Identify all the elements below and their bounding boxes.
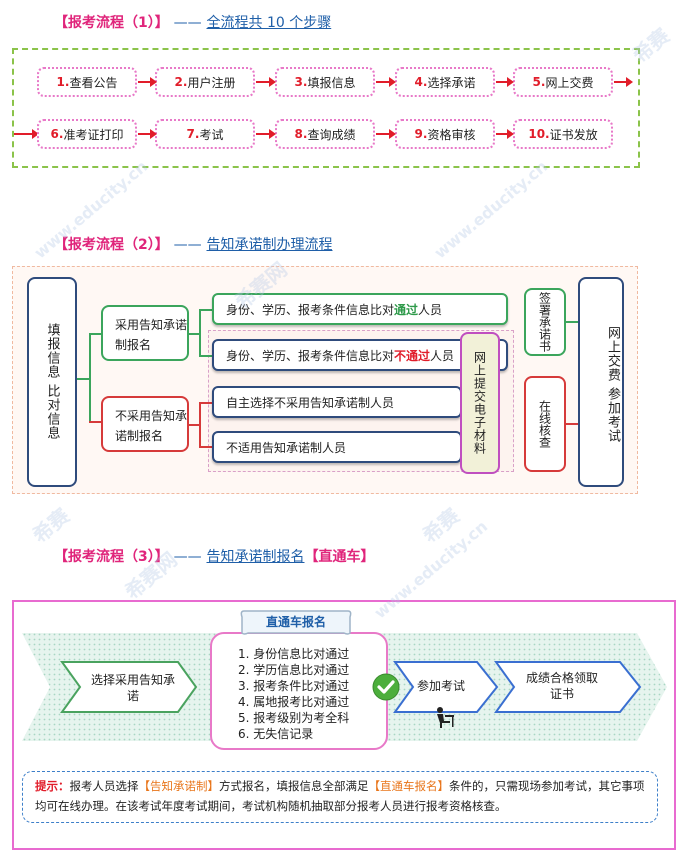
pay-exam-box: 网上交费 参加考试: [578, 277, 624, 487]
take-exam-label: 参加考试: [416, 679, 465, 693]
section1-header: 【报考流程（1）】 —— 全流程共 10 个步骤: [54, 12, 331, 32]
row-not-applicable: 不适用告知承诺制人员: [212, 431, 462, 463]
connector: [89, 333, 91, 423]
arrow-in-6: [14, 129, 39, 139]
step-8: 8.查询成绩: [275, 119, 375, 149]
arrow-7-8: [256, 129, 276, 139]
info-compare-box: 填报信息 比对信息: [27, 277, 77, 487]
section1-sep: ——: [173, 15, 202, 31]
section1-subtitle: 全流程共 10 个步骤: [206, 15, 332, 31]
connector: [199, 355, 212, 357]
take-exam-chevron: [393, 661, 499, 713]
step-5: 5.网上交费: [513, 67, 613, 97]
arrow-2-3: [256, 77, 276, 87]
condition-item: 3. 报考条件比对通过: [238, 679, 350, 693]
connector: [77, 378, 89, 380]
condition-item: 4. 属地报考比对通过: [238, 695, 350, 709]
connector: [189, 424, 199, 426]
not-adopt-box: 不采用告知承诺制报名: [101, 396, 189, 452]
arrow-8-9: [376, 129, 396, 139]
section3-sep: ——: [173, 549, 202, 565]
arrow-4-5: [496, 77, 514, 87]
watermark-logo: 希赛: [417, 503, 464, 548]
row-self-choose: 自主选择不采用告知承诺制人员: [212, 386, 462, 418]
step-2: 2.用户注册: [155, 67, 255, 97]
select-commitment-chevron: [60, 661, 198, 713]
step-3: 3.填报信息: [275, 67, 375, 97]
online-verify-box: 在线核查: [524, 376, 566, 472]
connector: [199, 309, 212, 311]
connector: [89, 333, 101, 335]
adopt-box: 采用告知承诺制报名: [101, 305, 189, 361]
connector: [566, 321, 578, 323]
step-7: 7.考试: [155, 119, 255, 149]
section2-subtitle: 告知承诺制办理流程: [206, 237, 333, 253]
arrow-3-4: [376, 77, 396, 87]
section2-header: 【报考流程（2）】 —— 告知承诺制办理流程: [54, 234, 333, 254]
tip-box: 提示：报考人员选择【告知承诺制】方式报名，填报信息全部满足【直通车报名】条件的，…: [22, 771, 658, 823]
check-icon: [372, 673, 400, 701]
condition-item: 2. 学历信息比对通过: [238, 663, 350, 677]
section2-sep: ——: [173, 237, 202, 253]
step-6: 6.准考证打印: [37, 119, 137, 149]
conditions-box: 1. 身份信息比对通过 2. 学历信息比对通过 3. 报考条件比对通过 4. 属…: [210, 632, 388, 750]
certificate-chevron: [494, 661, 642, 713]
section3-frame: [12, 600, 676, 850]
ribbon-banner: [240, 610, 352, 635]
connector: [199, 446, 212, 448]
submit-materials-box: 网上提交电子材料: [460, 332, 500, 474]
condition-item: 5. 报考级别为考全科: [238, 711, 350, 725]
step-10: 10.证书发放: [513, 119, 613, 149]
condition-item: 1. 身份信息比对通过: [238, 647, 350, 661]
section2-title: 【报考流程（2）】: [54, 237, 169, 253]
connector: [189, 333, 199, 335]
arrow-1-2: [138, 77, 157, 87]
section3-title: 【报考流程（3）】: [54, 549, 169, 565]
connector: [199, 309, 201, 357]
connector: [89, 421, 101, 423]
arrow-5-out: [614, 77, 633, 87]
section3-header: 【报考流程（3）】 —— 告知承诺制报名【直通车】: [54, 546, 375, 566]
select-commitment-label: 选择采用告知承诺: [90, 673, 175, 703]
section1-title: 【报考流程（1）】: [54, 15, 169, 31]
tip-label: 提示：: [35, 779, 70, 793]
section3-highlight: 【直通车】: [304, 549, 375, 565]
arrow-9-10: [496, 129, 514, 139]
condition-item: 6. 无失信记录: [238, 727, 314, 741]
step-9: 9.资格审核: [395, 119, 495, 149]
row-fail: 身份、学历、报考条件信息比对不通过人员: [212, 339, 508, 371]
watermark-site: www.educity.cn: [430, 156, 552, 263]
step-4: 4.选择承诺: [395, 67, 495, 97]
connector: [566, 423, 578, 425]
step-1: 1.查看公告: [37, 67, 137, 97]
watermark-logo: 希赛: [27, 503, 74, 548]
sign-commitment-box: 签署承诺书: [524, 288, 566, 356]
arrow-6-7: [138, 129, 157, 139]
row-pass: 身份、学历、报考条件信息比对通过人员: [212, 293, 508, 325]
section3-subtitle: 告知承诺制报名: [206, 549, 305, 565]
ribbon-label: 直通车报名: [265, 615, 326, 629]
exam-person-icon: [437, 707, 454, 728]
certificate-label: 成绩合格领取证书: [525, 671, 598, 701]
connector: [199, 402, 201, 448]
connector: [199, 402, 212, 404]
section1-frame: [12, 48, 640, 168]
